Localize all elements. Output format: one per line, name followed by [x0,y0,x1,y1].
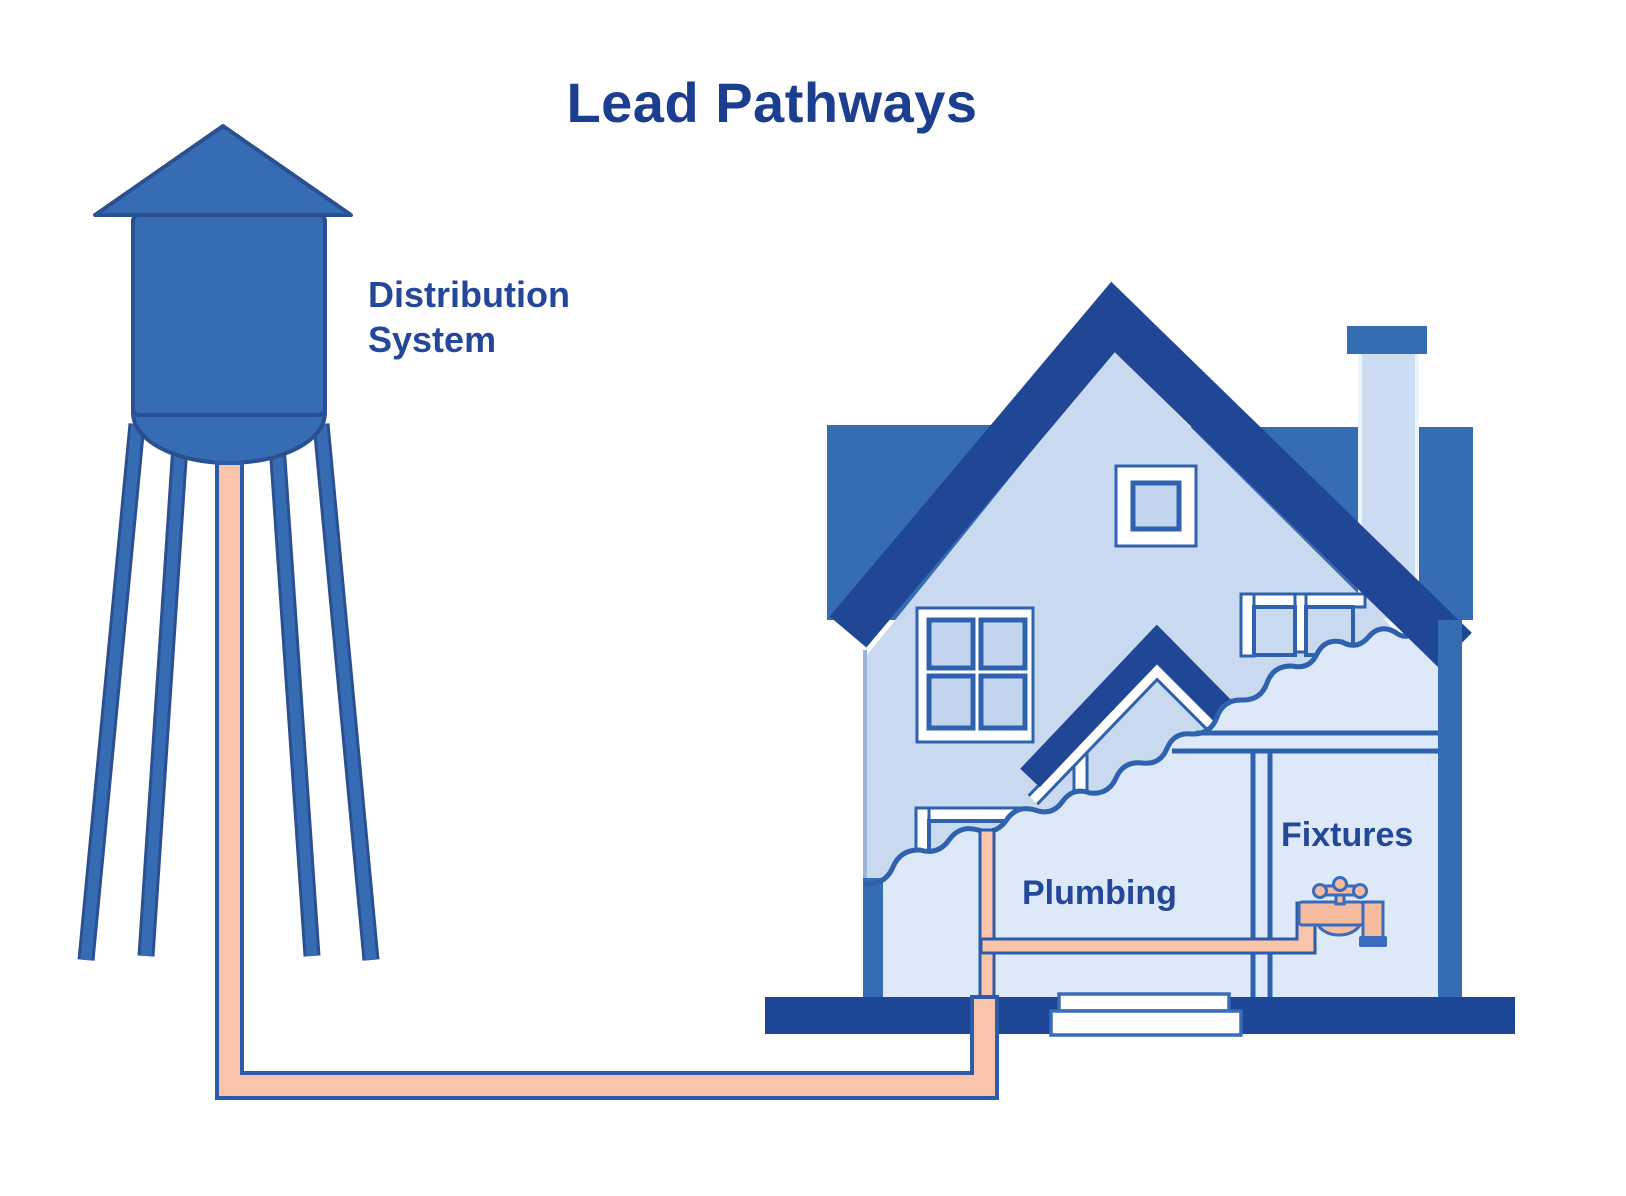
front-steps [1049,992,1243,1037]
left-wall [863,878,883,997]
porch-gable [1020,624,1238,806]
distribution-system-label: Distribution System [368,272,570,362]
cutaway-interior [866,622,1438,997]
attic-window [1114,464,1198,548]
lead-pipe-icon [215,461,999,1100]
water-tower-legs [77,423,380,961]
distribution-system-label-line1: Distribution [368,274,570,315]
torn-edge [863,620,1441,887]
faucet-icon [1297,876,1387,947]
chimney-cap [1347,326,1427,354]
house-cutaway-icon [827,281,1473,1002]
water-tower-icon [77,124,380,961]
right-wall [1438,620,1462,997]
page-title: Lead Pathways [566,71,978,134]
torn-window-right [1239,592,1367,658]
plumbing-label: Plumbing [1022,874,1177,912]
tank-roof [93,124,353,217]
left-window [915,606,1035,744]
tank-body [131,213,327,417]
distribution-system-label-line2: System [368,319,497,360]
main-roof [829,281,1472,668]
riser-pipe [978,828,996,1002]
fixtures-label: Fixtures [1281,816,1414,854]
